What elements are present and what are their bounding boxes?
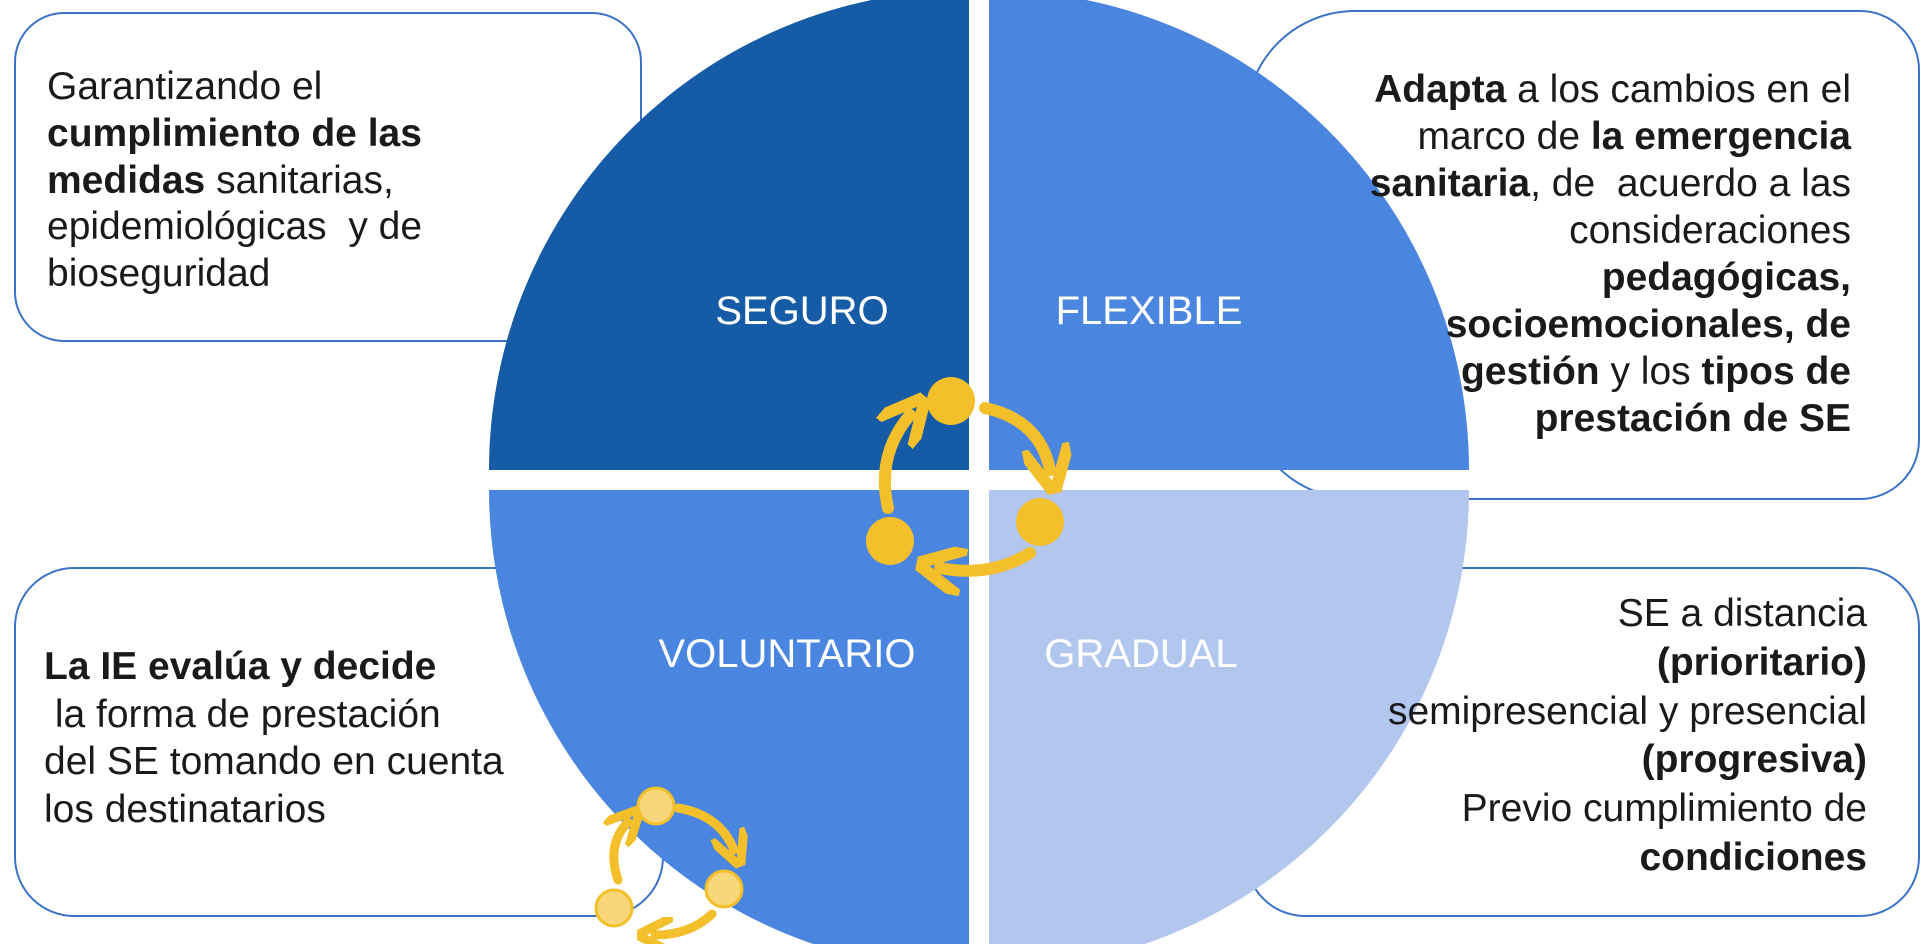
text-run: marco de xyxy=(1417,114,1591,158)
center-cycle-icon xyxy=(866,377,1064,571)
bold-text-run: gestión xyxy=(1460,349,1600,393)
text-run: a los cambios en el xyxy=(1506,68,1851,111)
quadrant-gradual xyxy=(989,490,1469,944)
callout-text-voluntario: La IE evalúa y decide la forma de presta… xyxy=(44,643,504,833)
callout-line: sanitaria, de acuerdo a las xyxy=(1370,161,1851,208)
callout-line: cumplimiento de las xyxy=(47,111,422,158)
text-run: Previo cumplimiento de xyxy=(1461,787,1867,830)
callout-line: los destinatarios xyxy=(44,786,504,834)
text-run: y los xyxy=(1599,349,1702,393)
text-run: sanitarias, xyxy=(205,158,394,202)
callout-line: consideraciones xyxy=(1370,208,1851,255)
bold-text-run: pedagógicas, xyxy=(1601,255,1851,299)
quadrant-label-flexible: FLEXIBLE xyxy=(1056,289,1243,333)
text-run: , de acuerdo a las xyxy=(1530,161,1851,205)
bold-text-run: prestación de SE xyxy=(1534,396,1851,440)
text-run: Garantizando el xyxy=(47,65,323,108)
small-cycle-icon xyxy=(594,786,742,935)
quadrant-seguro xyxy=(489,0,969,470)
callout-line: medidas sanitarias, xyxy=(47,158,422,205)
callout-line: Previo cumplimiento de xyxy=(1388,785,1867,834)
callout-line: (prioritario) xyxy=(1388,639,1867,688)
callout-line: del SE tomando en cuenta xyxy=(44,738,504,786)
callout-line: la forma de prestación xyxy=(44,691,504,739)
quadrant-label-voluntario: VOLUNTARIO xyxy=(658,632,915,676)
bold-text-run: la emergencia xyxy=(1590,114,1851,158)
callout-text-gradual: SE a distancia (prioritario) semipresencia… xyxy=(1388,590,1867,883)
text-run: los destinatarios xyxy=(44,787,326,831)
callout-line: bioseguridad xyxy=(47,251,422,298)
quadrant-label-gradual: GRADUAL xyxy=(1044,632,1237,676)
bold-text-run: tipos de xyxy=(1701,349,1851,393)
bold-text-run: (prioritario) xyxy=(1656,640,1867,684)
bold-text-run: medidas xyxy=(47,158,206,202)
callout-line: gestión y los tipos de xyxy=(1370,349,1851,396)
callout-line: epidemiológicas y de xyxy=(47,204,422,251)
callout-line: socioemocionales, de xyxy=(1370,302,1851,349)
text-run: SE a distancia xyxy=(1617,592,1867,635)
bold-text-run: La IE evalúa y decide xyxy=(44,645,437,688)
callout-line: Adapta a los cambios en el xyxy=(1370,67,1851,114)
quadrant-label-seguro: SEGURO xyxy=(715,289,888,333)
bold-text-run: condiciones xyxy=(1639,835,1867,879)
quadrant-voluntario xyxy=(489,490,969,944)
text-run: del SE tomando en cuenta xyxy=(44,740,504,784)
bold-text-run: socioemocionales, de xyxy=(1445,302,1851,346)
text-run: semipresencial y presencial xyxy=(1387,689,1867,733)
callout-line: marco de la emergencia xyxy=(1370,114,1851,161)
callout-line: pedagógicas, xyxy=(1370,255,1851,302)
text-run: la forma de prestación xyxy=(44,692,441,736)
text-run: consideraciones xyxy=(1569,208,1851,252)
callout-line: condiciones xyxy=(1388,834,1867,883)
callout-line: semipresencial y presencial xyxy=(1388,688,1867,737)
callout-line: (progresiva) xyxy=(1388,736,1867,785)
bold-text-run: (progresiva) xyxy=(1641,738,1867,782)
bold-text-run: Adapta xyxy=(1374,68,1507,111)
bold-text-run: cumplimiento de las xyxy=(47,111,422,155)
callout-line: prestación de SE xyxy=(1370,396,1851,443)
callout-line: SE a distancia xyxy=(1388,590,1867,639)
callout-line: La IE evalúa y decide xyxy=(44,643,504,691)
bold-text-run: sanitaria xyxy=(1369,161,1531,205)
callout-line: Garantizando el xyxy=(47,64,422,111)
text-run: epidemiológicas y de xyxy=(47,205,423,249)
quadrant-flexible xyxy=(989,0,1469,470)
text-run: bioseguridad xyxy=(47,252,271,296)
